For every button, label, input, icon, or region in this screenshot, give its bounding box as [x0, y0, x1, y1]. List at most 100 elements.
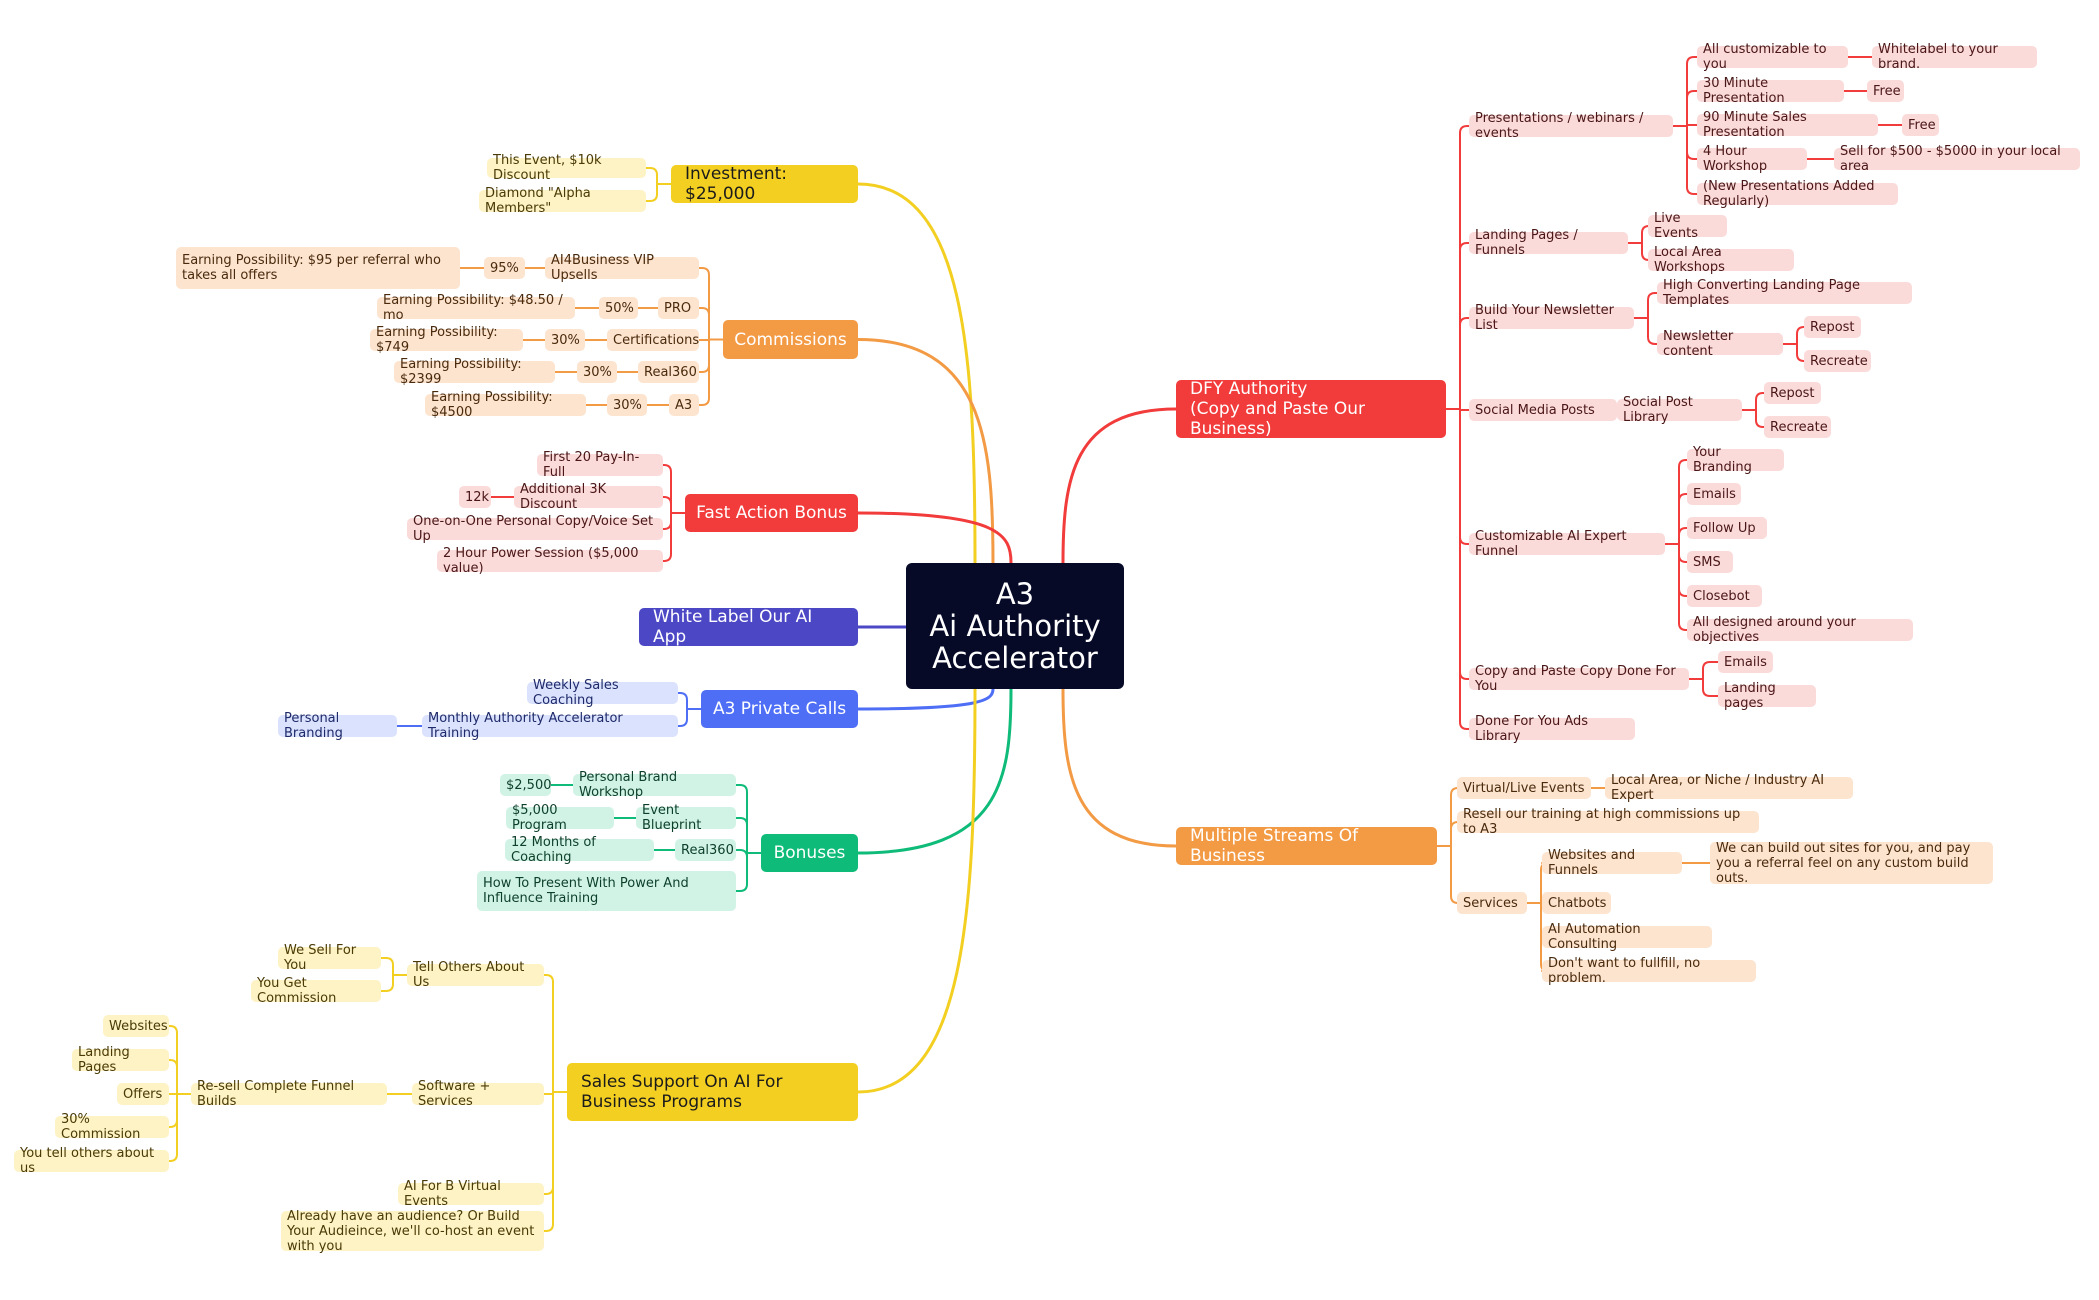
node-f3[interactable]: One-on-One Personal Copy/Voice Set Up — [407, 514, 663, 544]
node-d5c[interactable]: Follow Up — [1687, 517, 1767, 539]
node-s2a4[interactable]: 30% Commission — [55, 1112, 169, 1142]
node-fast[interactable]: Fast Action Bonus — [685, 494, 858, 532]
node-dfy[interactable]: DFY Authority (Copy and Paste Our Busine… — [1176, 379, 1446, 439]
node-d3b2[interactable]: Recreate — [1804, 350, 1871, 372]
node-commissions[interactable]: Commissions — [723, 320, 858, 359]
node-c2a[interactable]: 50% — [599, 297, 638, 319]
node-m3c[interactable]: AI Automation Consulting — [1542, 922, 1712, 952]
node-s1b[interactable]: You Get Commission — [251, 976, 381, 1006]
node-d4a[interactable]: Social Post Library — [1617, 395, 1742, 425]
node-investment[interactable]: Investment: $25,000 — [671, 164, 858, 204]
node-c2a1[interactable]: Earning Possibility: $48.50 / mo — [377, 293, 575, 323]
node-whitelabel[interactable]: White Label Our AI App — [639, 607, 858, 647]
node-f4[interactable]: 2 Hour Power Session ($5,000 value) — [437, 546, 663, 576]
node-c3a1[interactable]: Earning Possibility: $749 — [370, 325, 523, 355]
node-c1a[interactable]: 95% — [484, 257, 525, 279]
node-c4a[interactable]: 30% — [577, 361, 617, 383]
node-d1a1[interactable]: Whitelabel to your brand. — [1872, 42, 2037, 72]
node-inv2[interactable]: Diamond "Alpha Members" — [479, 186, 646, 216]
node-p2a[interactable]: Personal Branding — [278, 711, 397, 741]
node-s2a2[interactable]: Landing Pages — [72, 1045, 169, 1075]
node-s2a3[interactable]: Offers — [117, 1083, 169, 1105]
node-d5[interactable]: Customizable AI Expert Funnel — [1469, 529, 1665, 559]
node-s2a5[interactable]: You tell others about us — [14, 1146, 169, 1176]
node-d1[interactable]: Presentations / webinars / events — [1469, 111, 1673, 141]
node-m3a1[interactable]: We can build out sites for you, and pay … — [1710, 841, 1993, 886]
node-bonuses[interactable]: Bonuses — [761, 834, 858, 872]
node-s1[interactable]: Tell Others About Us — [407, 960, 544, 990]
node-d1c1[interactable]: Free — [1902, 114, 1939, 136]
node-d1b1[interactable]: Free — [1867, 80, 1904, 102]
node-calls[interactable]: A3 Private Calls — [701, 690, 858, 728]
node-d6[interactable]: Copy and Paste Copy Done For You — [1469, 664, 1689, 694]
node-d2a[interactable]: Live Events — [1648, 211, 1727, 241]
node-s3[interactable]: AI For B Virtual Events — [398, 1179, 544, 1209]
node-c5[interactable]: A3 — [669, 394, 699, 416]
node-d1e[interactable]: (New Presentations Added Regularly) — [1697, 179, 1898, 209]
node-d7[interactable]: Done For You Ads Library — [1469, 714, 1635, 744]
node-d2[interactable]: Landing Pages / Funnels — [1469, 228, 1628, 258]
node-m3a[interactable]: Websites and Funnels — [1542, 848, 1682, 878]
node-d1a[interactable]: All customizable to you — [1697, 42, 1848, 72]
node-s1a[interactable]: We Sell For You — [278, 943, 381, 973]
node-b3[interactable]: Real360 — [675, 839, 736, 861]
node-b4[interactable]: How To Present With Power And Influence … — [477, 871, 736, 911]
node-inv1[interactable]: This Event, $10k Discount — [487, 153, 646, 183]
node-d5f[interactable]: All designed around your objectives — [1687, 615, 1913, 645]
node-m3[interactable]: Services — [1457, 892, 1527, 914]
node-d1b[interactable]: 30 Minute Presentation — [1697, 76, 1844, 106]
node-m1[interactable]: Virtual/Live Events — [1457, 777, 1591, 799]
node-s2[interactable]: Software + Services — [412, 1079, 544, 1109]
node-d6a[interactable]: Emails — [1718, 651, 1773, 673]
node-b3a[interactable]: 12 Months of Coaching — [505, 835, 654, 865]
node-streams[interactable]: Multiple Streams Of Business — [1176, 826, 1437, 866]
node-c2[interactable]: PRO — [658, 297, 699, 319]
node-m1a[interactable]: Local Area, or Niche / Industry AI Exper… — [1605, 773, 1853, 803]
node-sales[interactable]: Sales Support On AI For Business Program… — [567, 1063, 858, 1121]
node-d5d[interactable]: SMS — [1687, 551, 1733, 573]
node-b1a[interactable]: $2,500 — [500, 774, 552, 796]
node-m3d[interactable]: Don't want to fullfill, no problem. — [1542, 956, 1756, 986]
node-d4a2[interactable]: Recreate — [1764, 416, 1831, 438]
node-label: You Get Commission — [257, 976, 337, 1006]
connector-line — [380, 957, 394, 976]
node-m2[interactable]: Resell our training at high commissions … — [1457, 807, 1759, 837]
node-b1[interactable]: Personal Brand Workshop — [573, 770, 736, 800]
node-c3a[interactable]: 30% — [545, 329, 585, 351]
node-d6b[interactable]: Landing pages — [1718, 681, 1816, 711]
node-b2[interactable]: Event Blueprint — [636, 803, 736, 833]
node-s2a[interactable]: Re-sell Complete Funnel Builds — [191, 1079, 387, 1109]
node-c4a1[interactable]: Earning Possibility: $2399 — [394, 357, 555, 387]
node-c1[interactable]: AI4Business VIP Upsells — [545, 253, 699, 283]
connector-line — [543, 1091, 554, 1195]
node-m3b[interactable]: Chatbots — [1542, 892, 1611, 914]
node-d3b1[interactable]: Repost — [1804, 316, 1861, 338]
node-c5a1[interactable]: Earning Possibility: $4500 — [425, 390, 586, 420]
node-d3b[interactable]: Newsletter content — [1657, 329, 1783, 359]
node-s2a1[interactable]: Websites — [103, 1015, 169, 1037]
node-p1[interactable]: Weekly Sales Coaching — [527, 678, 678, 708]
node-s4[interactable]: Already have an audience? Or Build Your … — [281, 1209, 544, 1254]
node-d3[interactable]: Build Your Newsletter List — [1469, 303, 1634, 333]
node-d5e[interactable]: Closebot — [1687, 585, 1762, 607]
node-d4[interactable]: Social Media Posts — [1469, 399, 1617, 421]
node-f1[interactable]: First 20 Pay-In-Full — [537, 450, 663, 480]
node-c4[interactable]: Real360 — [638, 361, 699, 383]
node-b2a[interactable]: $5,000 Program — [506, 803, 614, 833]
node-label: Earning Possibility: $4500 — [431, 390, 553, 420]
node-d3a[interactable]: High Converting Landing Page Templates — [1657, 278, 1912, 308]
node-d1c[interactable]: 90 Minute Sales Presentation — [1697, 110, 1878, 140]
node-d1d[interactable]: 4 Hour Workshop — [1697, 144, 1807, 174]
node-d2b[interactable]: Local Area Workshops — [1648, 245, 1794, 275]
node-f2[interactable]: Additional 3K Discount — [514, 482, 663, 512]
node-d4a1[interactable]: Repost — [1764, 382, 1821, 404]
node-c3[interactable]: Certifications — [607, 329, 699, 351]
node-root[interactable]: A3 Ai Authority Accelerator — [906, 563, 1124, 689]
node-c1a1[interactable]: Earning Possibility: $95 per referral wh… — [176, 247, 460, 289]
node-d5b[interactable]: Emails — [1687, 483, 1741, 505]
node-c5a[interactable]: 30% — [607, 394, 647, 416]
node-f2a[interactable]: 12k — [459, 486, 491, 508]
node-d5a[interactable]: Your Branding — [1687, 445, 1784, 475]
node-p2[interactable]: Monthly Authority Accelerator Training — [422, 711, 678, 741]
node-d1d1[interactable]: Sell for $500 - $5000 in your local area — [1834, 144, 2080, 174]
